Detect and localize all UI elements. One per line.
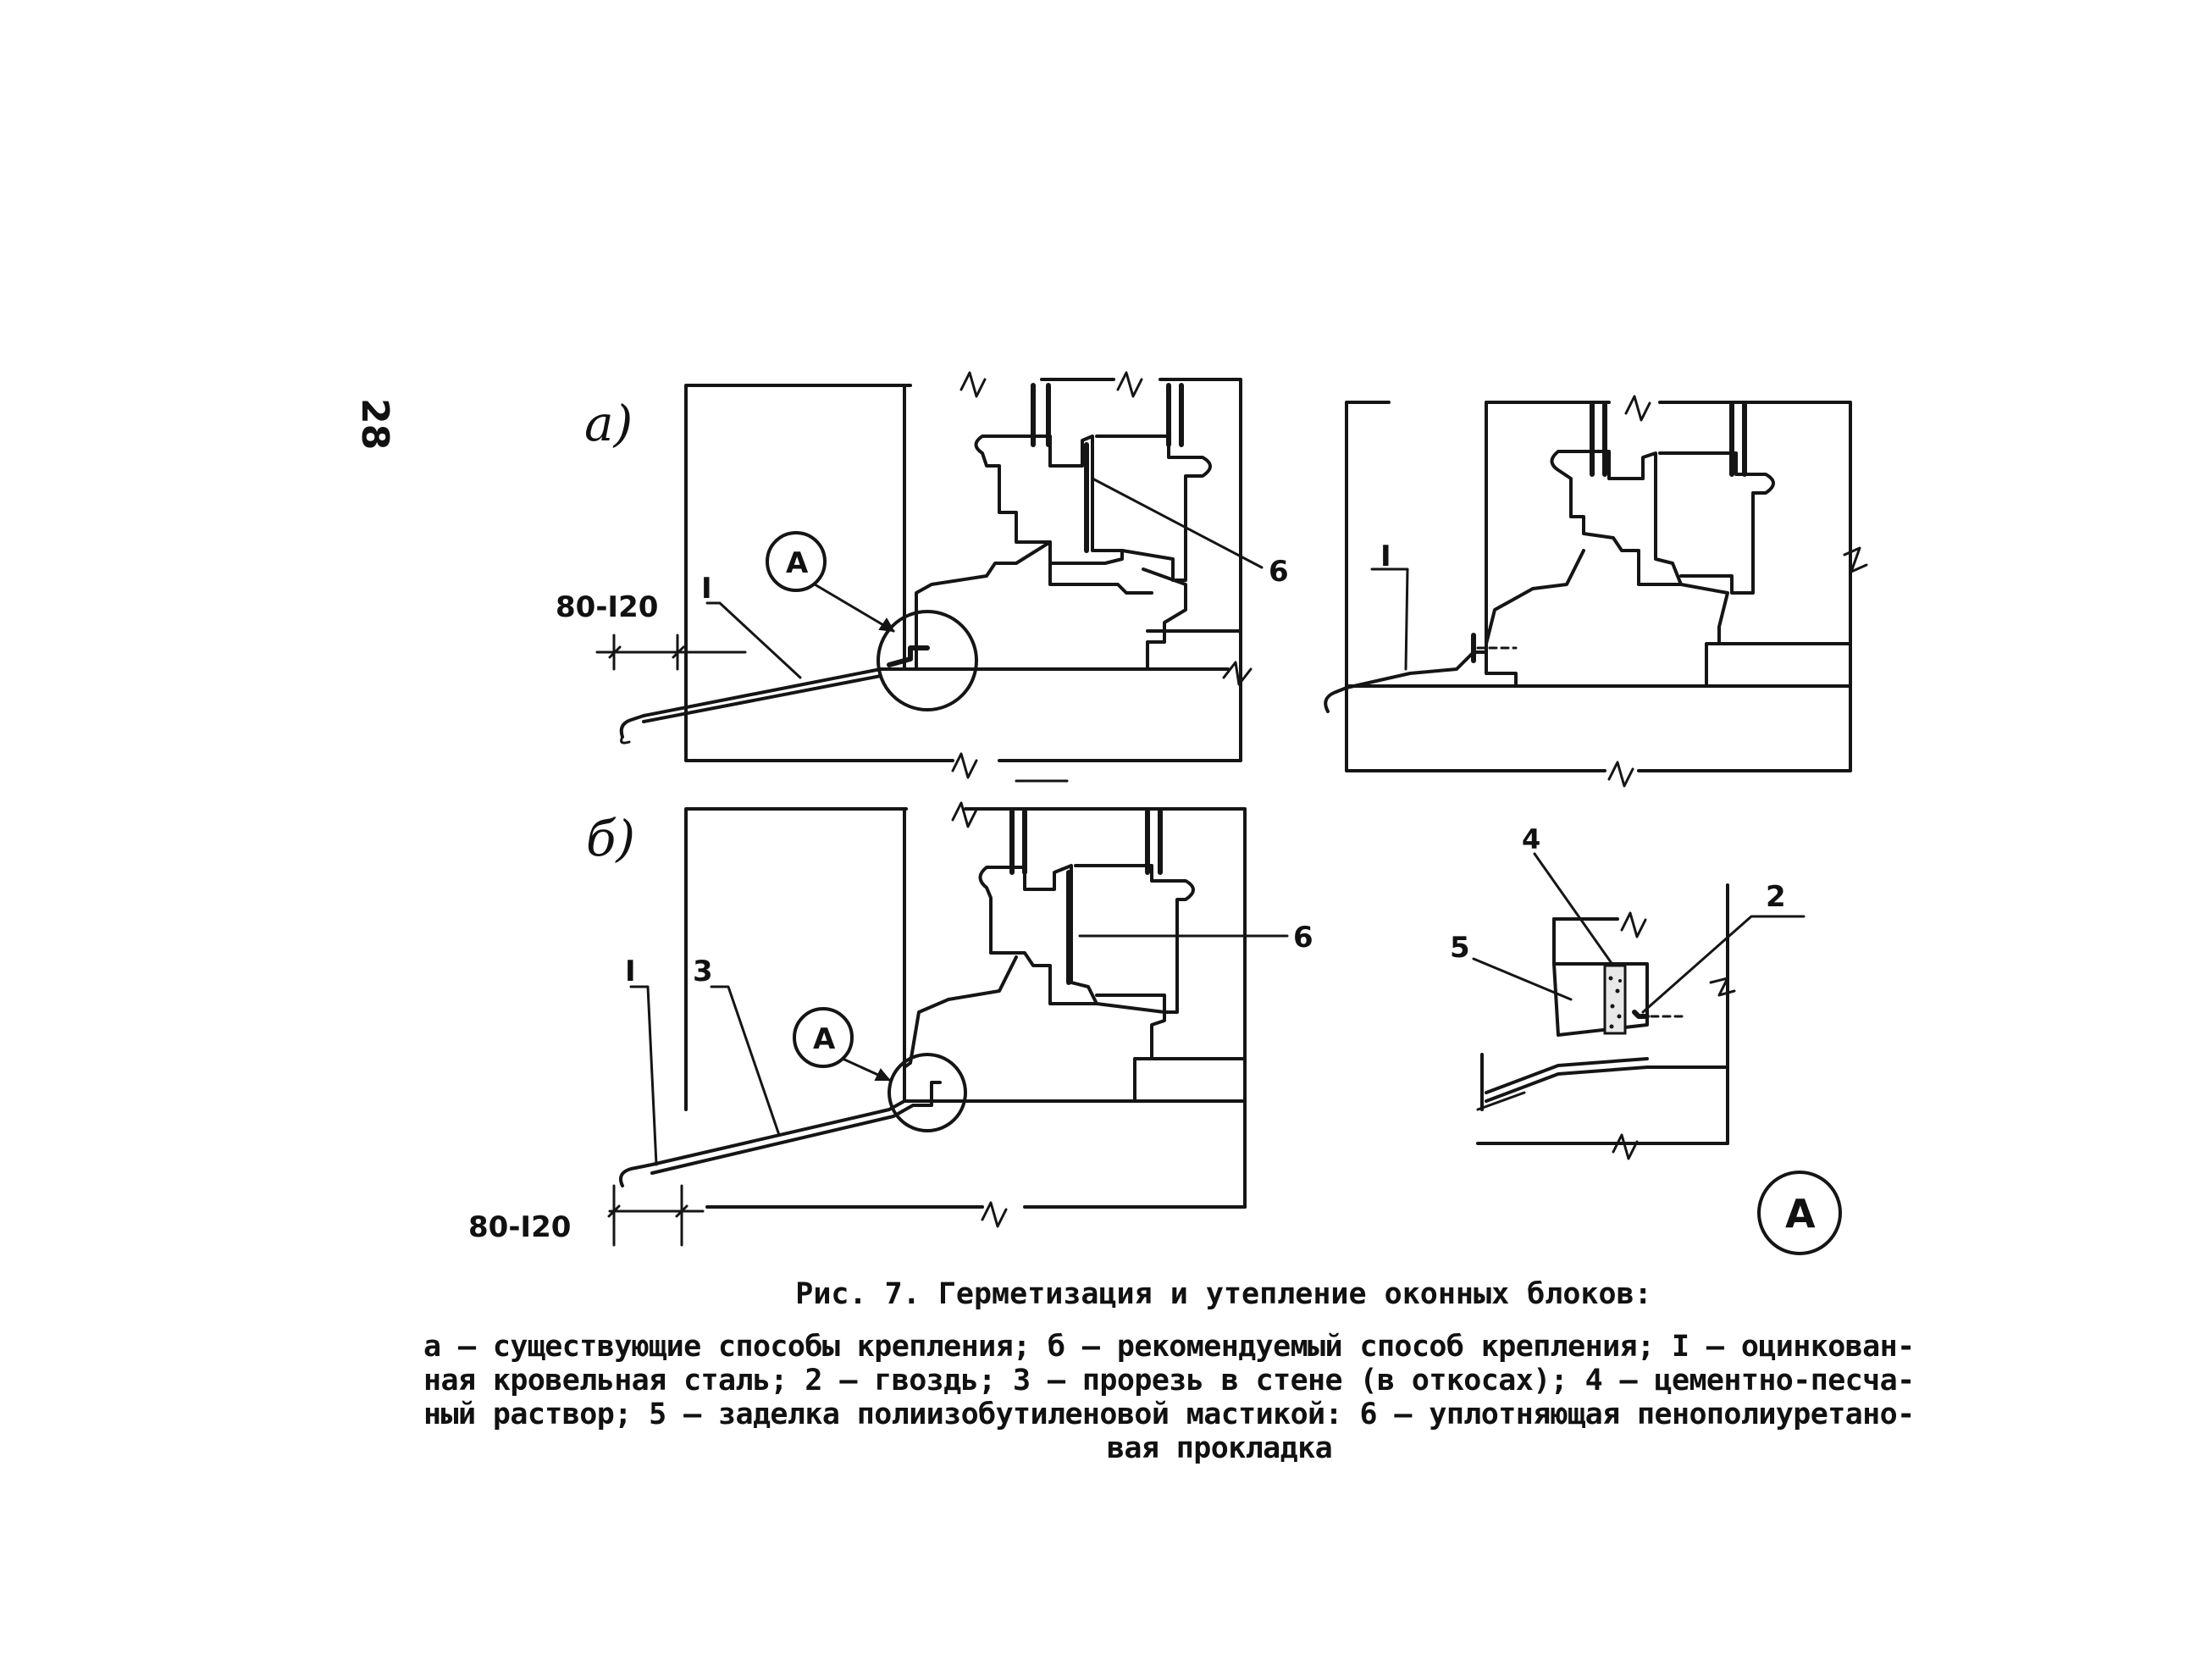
break-mark xyxy=(959,371,987,398)
break-mark xyxy=(1620,911,1647,938)
leader-line xyxy=(1641,915,1806,1014)
dimension-label-b: 80-I20 xyxy=(468,1210,571,1244)
detail-a-marker: А xyxy=(1785,1191,1816,1237)
leader-line xyxy=(1533,852,1615,967)
leader-line xyxy=(813,583,895,633)
sash-profile-right xyxy=(1074,864,1195,1014)
frame-section xyxy=(1552,962,1649,1037)
leader-line xyxy=(705,601,802,679)
break-mark xyxy=(981,1201,1008,1228)
glass-pane xyxy=(1145,809,1163,875)
panel-b-recommended-fastening: б) 6 А I 3 80-I20 xyxy=(468,801,1313,1247)
break-mark xyxy=(1709,977,1736,997)
galvanized-sheet xyxy=(1485,1057,1649,1094)
break-mark xyxy=(1624,395,1651,422)
sash-profile-left xyxy=(974,435,1124,565)
galvanized-sheet xyxy=(619,1099,906,1187)
galvanized-sheet xyxy=(1324,650,1488,713)
callout-nail: 2 xyxy=(1766,880,1786,914)
detail-circle xyxy=(877,610,978,711)
callout-mastic: 5 xyxy=(1450,931,1470,965)
panel-a-variant-2: I xyxy=(1324,395,1868,788)
glass-pane xyxy=(1590,402,1607,477)
detail-a-section: 4 2 5 А xyxy=(1450,823,1842,1255)
detail-marker-a-b: А xyxy=(813,1022,836,1056)
callout-mortar: 4 xyxy=(1522,823,1540,855)
caption-line: вая прокладка xyxy=(1106,1431,1333,1465)
glass-pane xyxy=(1009,809,1027,875)
detail-a-marker-circle xyxy=(1757,1171,1842,1255)
caption-title: Рис. 7. Герметизация и утепление оконных… xyxy=(795,1277,1652,1311)
glass-pane xyxy=(1166,383,1184,447)
caption-line: ная кровельная сталь; 2 – гвоздь; 3 – пр… xyxy=(423,1364,1915,1398)
callout-wall-cut: 3 xyxy=(693,955,713,988)
callout-gasket: 6 xyxy=(1269,555,1289,589)
leader-line xyxy=(1472,957,1573,1001)
dimension-label: 80-I20 xyxy=(556,590,658,624)
detail-marker-circle xyxy=(793,1007,854,1068)
leader-line xyxy=(710,985,781,1137)
callout-sheet-steel-2: I xyxy=(1380,540,1391,573)
caption-body: а – существующие способы крепления; б – … xyxy=(423,1330,2016,1465)
panel-b-label: б) xyxy=(586,810,635,867)
callout-gasket-b: 6 xyxy=(1293,921,1313,955)
break-mark xyxy=(1612,1133,1639,1160)
panel-a-label: а) xyxy=(584,395,633,452)
panel-a-existing-fastening: а) 6 А I xyxy=(556,371,1289,783)
break-mark xyxy=(1843,546,1868,573)
break-mark xyxy=(951,801,978,828)
break-mark xyxy=(1116,371,1143,398)
break-mark xyxy=(1222,661,1253,686)
leader-line xyxy=(1370,567,1409,671)
sash-profile-left xyxy=(1550,450,1683,586)
detail-circle xyxy=(888,1053,967,1132)
galvanized-sheet xyxy=(619,667,906,739)
leader-line xyxy=(629,985,658,1166)
glass-pane xyxy=(1729,402,1747,477)
caption-line: а – существующие способы крепления; б – … xyxy=(423,1330,1915,1364)
break-mark xyxy=(1607,761,1634,788)
mortar-fill xyxy=(1603,964,1627,1035)
nail xyxy=(887,645,930,667)
nail xyxy=(1632,1010,1650,1019)
callout-sheet-steel-b: I xyxy=(625,955,636,988)
sash-profile-right xyxy=(1095,435,1212,582)
detail-marker-circle xyxy=(766,531,827,592)
leader-line xyxy=(1091,477,1264,569)
sash-profile-right xyxy=(1658,451,1775,595)
caption-line: ный раствор; 5 – заделка полиизобутилено… xyxy=(423,1398,1915,1431)
sash-profile-left xyxy=(978,864,1098,1005)
break-mark xyxy=(951,752,978,779)
figure-caption: Рис. 7. Герметизация и утепление оконных… xyxy=(423,1277,2016,1465)
callout-sheet-steel: I xyxy=(701,572,712,606)
detail-marker-a: А xyxy=(786,546,809,580)
